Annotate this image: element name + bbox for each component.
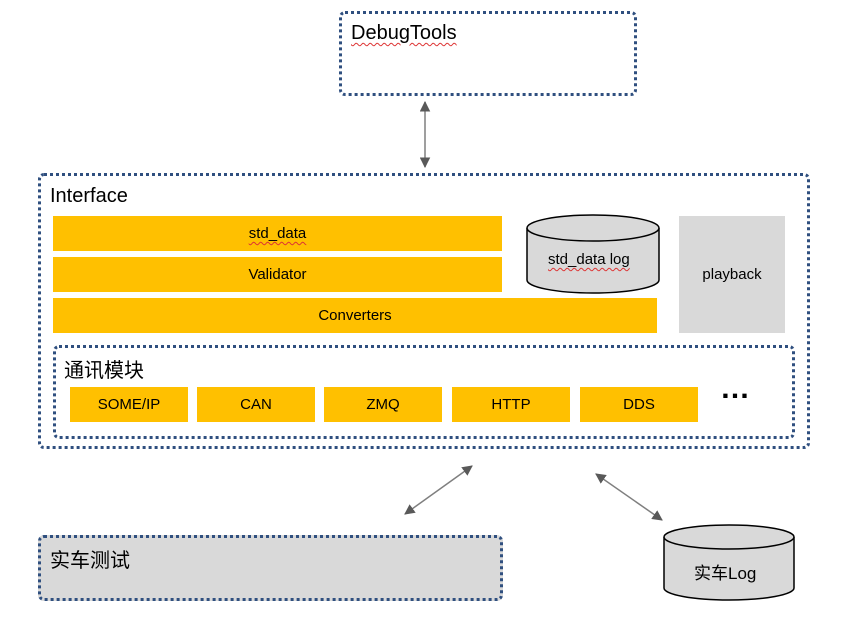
vehicle-log-label: 实车Log: [694, 564, 757, 583]
vehicle-test-title: 实车测试: [50, 550, 130, 572]
protocol-can: CAN: [197, 387, 315, 422]
vehicle-log-database-icon: [663, 524, 795, 601]
comm-module-box: 通讯模块: [53, 345, 795, 439]
protocol-dds-label: DDS: [623, 396, 655, 413]
validator-label: Validator: [248, 266, 307, 283]
converters-bar: Converters: [53, 298, 657, 333]
protocol-zmq: ZMQ: [324, 387, 442, 422]
more-protocols-ellipsis: …: [720, 372, 751, 405]
protocol-zmq-label: ZMQ: [366, 396, 400, 413]
interface-title: Interface: [50, 185, 128, 207]
protocol-http-label: HTTP: [491, 396, 531, 413]
arrow-interface-vehicle-test: [404, 465, 473, 515]
vehicle-test-box: 实车测试: [38, 535, 503, 601]
std-data-log-database-icon: [526, 214, 660, 294]
protocol-dds: DDS: [580, 387, 698, 422]
protocol-someip: SOME/IP: [70, 387, 188, 422]
converters-label: Converters: [318, 307, 392, 324]
protocol-can-label: CAN: [240, 396, 272, 413]
debugtools-box: DebugTools: [339, 11, 637, 96]
std-data-label: std_data: [248, 225, 307, 242]
playback-label: playback: [702, 266, 762, 283]
comm-module-title: 通讯模块: [64, 360, 144, 382]
arrow-interface-vehicle-log: [595, 473, 663, 521]
std-data-log-label: std_data log: [548, 251, 630, 268]
playback-box: playback: [679, 216, 785, 333]
std-data-bar: std_data: [53, 216, 502, 251]
validator-bar: Validator: [53, 257, 502, 292]
protocol-http: HTTP: [452, 387, 570, 422]
interface-box: Interface: [38, 173, 810, 449]
debugtools-title: DebugTools: [351, 22, 457, 44]
protocol-someip-label: SOME/IP: [97, 396, 161, 413]
